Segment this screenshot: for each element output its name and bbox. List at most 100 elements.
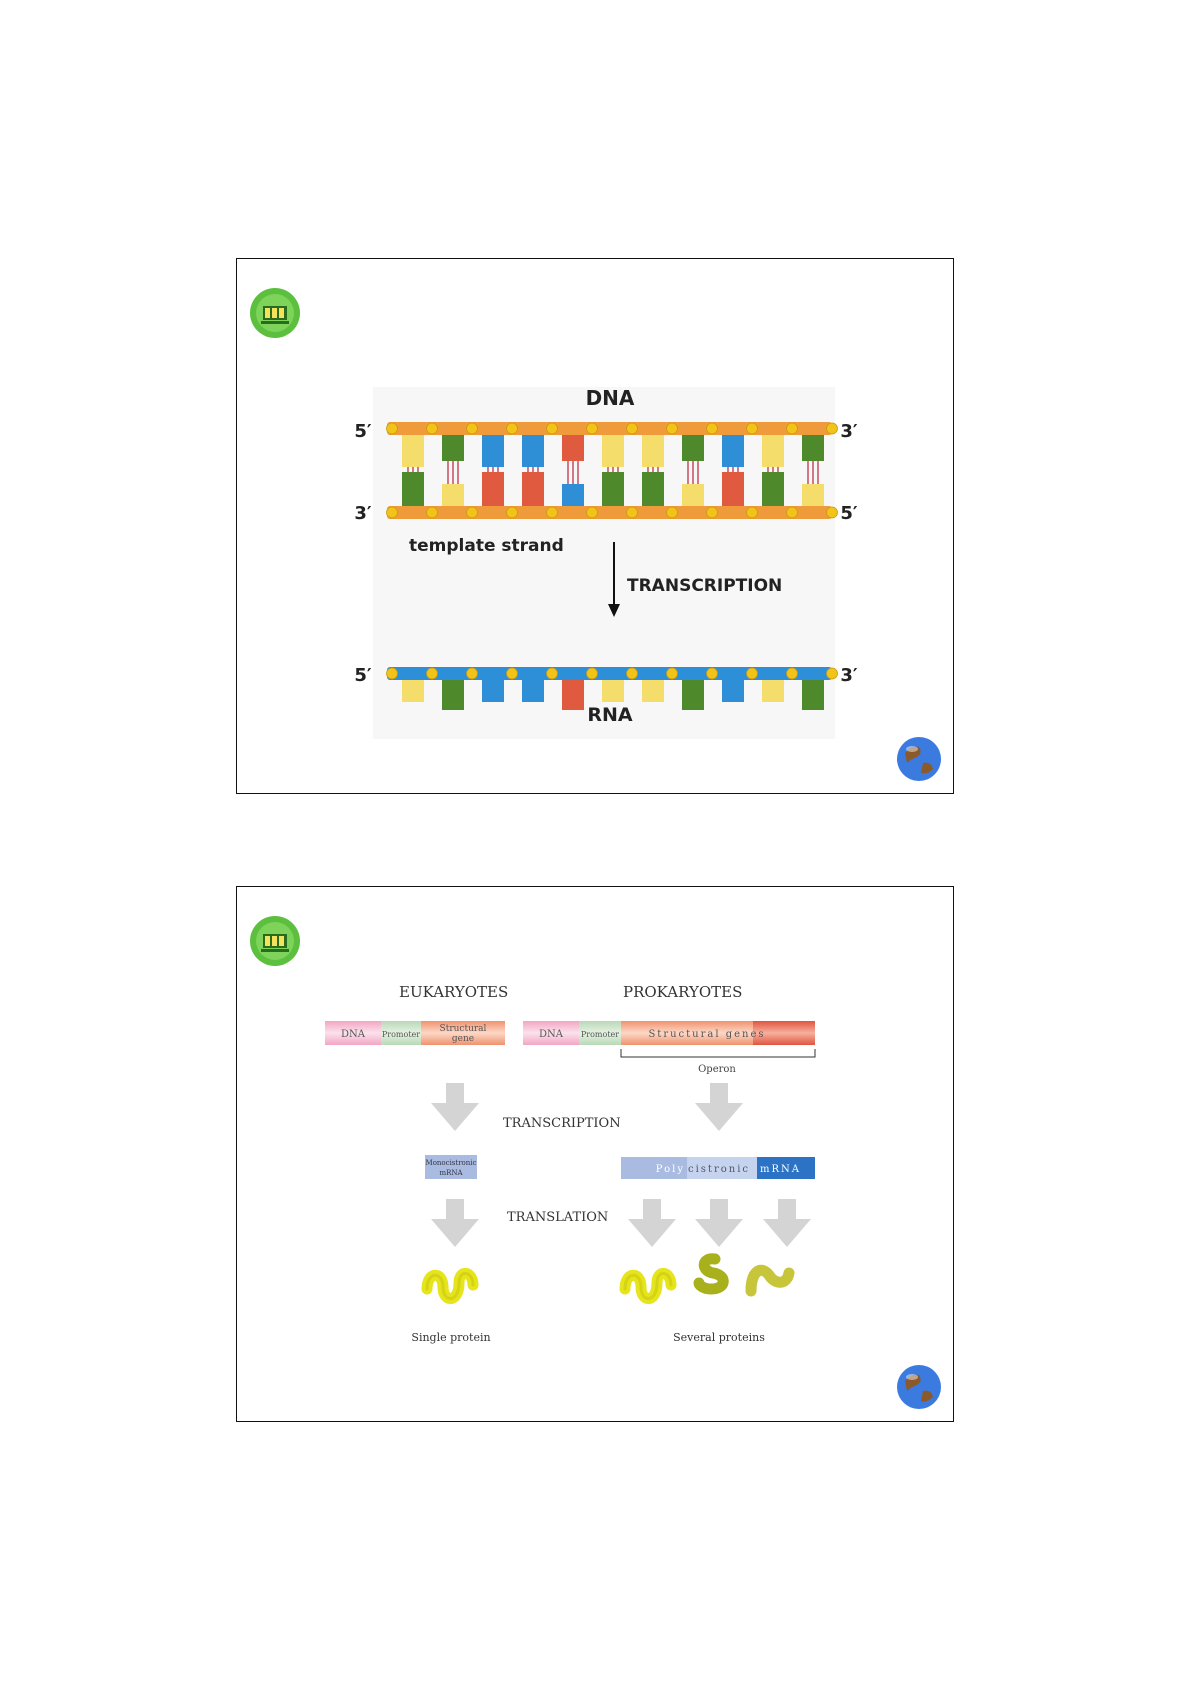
dna-template-base <box>802 484 824 506</box>
euk-gene-label: gene <box>452 1034 474 1044</box>
bottom-strand-3-prime: 3′ <box>354 503 372 524</box>
rna-base-G <box>682 680 704 710</box>
phosphate-dot <box>587 423 598 434</box>
phosphate-dot <box>827 668 838 679</box>
dna-coding-base <box>762 435 784 467</box>
monocistronic-mrna: Monocistronic mRNA <box>425 1155 477 1179</box>
prokaryotes-heading: PROKARYOTES <box>623 983 742 1001</box>
phosphate-dot <box>707 507 718 518</box>
dna-label: DNA <box>586 386 635 410</box>
dna-template-base <box>442 484 464 506</box>
mono-mrna-line1: Monocistronic <box>426 1159 477 1167</box>
euk-translation-arrow <box>431 1199 479 1247</box>
protein-3 <box>751 1270 789 1291</box>
phosphate-dot <box>427 423 438 434</box>
polycistronic-mrna: Poly cistronic mRNA <box>621 1157 815 1179</box>
euk-transcription-arrow <box>431 1083 479 1131</box>
rna-base-A <box>562 680 584 710</box>
several-proteins-label: Several proteins <box>673 1331 765 1344</box>
phosphate-dot <box>427 668 438 679</box>
dna-template-base <box>482 472 504 506</box>
mono-mrna-line2: mRNA <box>439 1169 463 1177</box>
top-strand-5-prime: 5′ <box>354 421 372 442</box>
operon-label: Operon <box>698 1064 736 1075</box>
gene-expression-diagram: EUKARYOTES PROKARYOTES DNA Promoter Stru… <box>237 887 955 1423</box>
phosphate-dot <box>707 668 718 679</box>
phosphate-dot <box>387 668 398 679</box>
phosphate-dot <box>787 507 798 518</box>
phosphate-dot <box>747 423 758 434</box>
phosphate-dot <box>467 668 478 679</box>
dna-bottom-strand <box>387 506 832 519</box>
prokaryote-gene-bar: DNA Promoter Structural genes Operon <box>523 1021 815 1075</box>
slide-eukaryote-prokaryote: EUKARYOTES PROKARYOTES DNA Promoter Stru… <box>236 886 954 1422</box>
phosphate-dot <box>787 668 798 679</box>
prok-translation-arrow-1 <box>628 1199 676 1247</box>
phosphate-dot <box>627 507 638 518</box>
translation-label: TRANSLATION <box>507 1210 608 1225</box>
rna-base-C <box>602 680 624 702</box>
protein-1 <box>625 1273 671 1298</box>
rna-base-U <box>522 680 544 702</box>
dna-template-base <box>762 472 784 506</box>
phosphate-dot <box>587 668 598 679</box>
dna-template-base <box>682 484 704 506</box>
phosphate-dot <box>467 423 478 434</box>
dna-coding-base <box>442 435 464 461</box>
euk-structural-label: Structural <box>440 1024 487 1034</box>
dna-coding-base <box>562 435 584 461</box>
dna-template-base <box>602 472 624 506</box>
template-strand-label: template strand <box>409 536 564 556</box>
top-strand-3-prime: 3′ <box>840 421 858 442</box>
rna-base-C <box>762 680 784 702</box>
globe-icon <box>895 735 943 783</box>
phosphate-dot <box>547 423 558 434</box>
phosphate-dot <box>787 423 798 434</box>
rna-strand <box>387 667 832 680</box>
phosphate-dot <box>467 507 478 518</box>
rna-label: RNA <box>587 704 633 726</box>
dna-coding-base <box>802 435 824 461</box>
phosphate-dot <box>667 423 678 434</box>
rna-base-U <box>722 680 744 702</box>
dna-template-base <box>402 472 424 506</box>
poly-mrna-part2: cistronic <box>688 1164 750 1175</box>
phosphate-dot <box>387 507 398 518</box>
globe-icon <box>895 1363 943 1411</box>
dna-template-base <box>642 472 664 506</box>
phosphate-dot <box>747 507 758 518</box>
poly-mrna-part3: mRNA <box>760 1164 801 1175</box>
slide-transcription: DNA 5′ 3′ 3′ 5′ template strand TRANSCRI… <box>236 258 954 794</box>
phosphate-dot <box>747 668 758 679</box>
euk-dna-label: DNA <box>341 1029 366 1040</box>
phosphate-dot <box>587 507 598 518</box>
dna-top-strand <box>387 422 832 435</box>
prok-translation-arrow-3 <box>763 1199 811 1247</box>
dna-coding-base <box>482 435 504 467</box>
phosphate-dot <box>387 423 398 434</box>
rna-base-C <box>642 680 664 702</box>
dna-coding-base <box>602 435 624 467</box>
rna-base-G <box>802 680 824 710</box>
phosphate-dot <box>627 668 638 679</box>
euk-promoter-label: Promoter <box>382 1030 420 1039</box>
single-protein-label: Single protein <box>411 1331 490 1344</box>
phosphate-dot <box>827 507 838 518</box>
dna-template-base <box>562 484 584 506</box>
eukaryotes-heading: EUKARYOTES <box>399 983 508 1001</box>
prok-transcription-arrow <box>695 1083 743 1131</box>
prok-promoter-label: Promoter <box>581 1030 619 1039</box>
dna-coding-base <box>522 435 544 467</box>
dna-coding-base <box>642 435 664 467</box>
poly-mrna-part1: Poly <box>656 1164 685 1175</box>
phosphate-dot <box>667 507 678 518</box>
phosphate-dot <box>547 668 558 679</box>
single-protein <box>427 1273 473 1298</box>
phosphate-dot <box>707 423 718 434</box>
phosphate-dot <box>547 507 558 518</box>
phosphate-dot <box>667 668 678 679</box>
rna-base-C <box>402 680 424 702</box>
transcription-label: TRANSCRIPTION <box>627 576 782 596</box>
rna-5-prime: 5′ <box>354 665 372 686</box>
dna-template-base <box>522 472 544 506</box>
